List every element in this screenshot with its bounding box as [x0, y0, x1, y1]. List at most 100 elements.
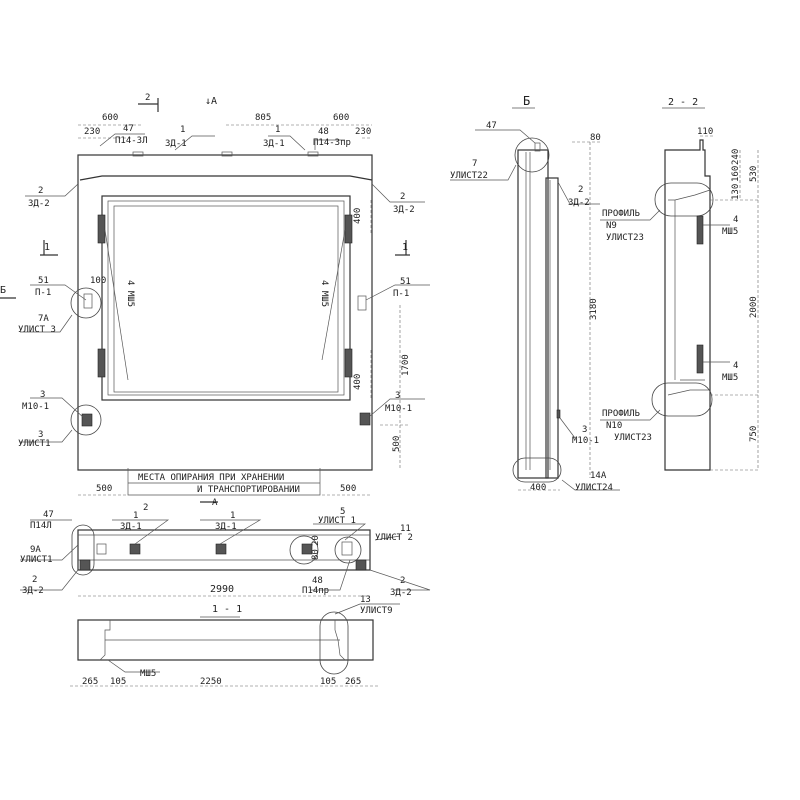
- insert-msh5: [97, 348, 106, 378]
- view-mark-b: Б: [0, 285, 6, 296]
- dim-label: 80: [311, 549, 321, 560]
- section-2-2: 2 - 2 110 240 160 130 530 ПРОФИЛЬ N9 УЛИ…: [600, 97, 760, 471]
- callout-11-ref: УЛИСТ 2: [375, 533, 413, 543]
- callout-14a-ref: УЛИСТ24: [575, 483, 613, 493]
- section-title: 2 - 2: [668, 97, 698, 108]
- callout-3: 3: [395, 391, 400, 401]
- dim-label: 2250: [200, 677, 222, 687]
- callout-2: 2: [32, 575, 37, 585]
- callout-2-ref: 3Д-2: [568, 198, 590, 208]
- callout-4-ref: МШ5: [722, 227, 738, 237]
- callout-3: 3: [38, 430, 43, 440]
- dim-label: 230: [84, 127, 100, 137]
- callout-13: 13: [360, 595, 371, 605]
- callout-47: 47: [43, 510, 54, 520]
- front-view: 2 ↓А 1 1 Б 600 230 805 600 230 47 П14-3Л…: [0, 93, 430, 508]
- callout-2: 2: [38, 186, 43, 196]
- callout-2: 2: [400, 192, 405, 202]
- callout-1: 1: [230, 511, 235, 521]
- section-title: 1 - 1: [212, 604, 242, 615]
- callout-5: 5: [340, 507, 345, 517]
- callout-7a-ref: УЛИСТ 3: [18, 325, 56, 335]
- callout-1-ref: 3Д-1: [120, 522, 142, 532]
- callout-47: 47: [123, 124, 134, 134]
- view-mark-a: ↓А: [205, 96, 217, 107]
- callout-1-ref: 3Д-1: [165, 139, 187, 149]
- dim-label: 100: [90, 276, 106, 286]
- dim-label: 80: [590, 133, 601, 143]
- insert-msh5: [97, 214, 106, 244]
- callout-profile-9-num: N9: [606, 221, 617, 231]
- dim-label: 805: [255, 113, 271, 123]
- dim-label: 105: [320, 677, 336, 687]
- callout-11: 11: [400, 524, 411, 534]
- insert-msh5: [344, 348, 353, 378]
- callout-48-ref: П14пр: [302, 586, 329, 596]
- dim-label: 600: [102, 113, 118, 123]
- dim-label: 500: [392, 436, 402, 452]
- callout-2-ref: 3Д-2: [28, 199, 50, 209]
- callout-51: 51: [400, 277, 411, 287]
- view-mark-a-bottom: А: [212, 498, 218, 508]
- dim-label: 500: [340, 484, 356, 494]
- callout-msh5: МШ5: [140, 669, 156, 679]
- dim-label: 750: [749, 426, 759, 442]
- callout-48: 48: [318, 127, 329, 137]
- callout-1-ref: 3Д-1: [263, 139, 285, 149]
- dim-label: 160: [731, 166, 741, 182]
- dim-label: 1700: [401, 354, 411, 376]
- callout-2-ref: 3Д-2: [390, 588, 412, 598]
- dim-label: 130: [731, 184, 741, 200]
- callout-msh5-right: 4 МШ5: [319, 280, 329, 307]
- callout-msh5-left: 4 МШ5: [125, 280, 135, 307]
- callout-3-ref: УЛИСТ1: [18, 439, 51, 449]
- insert-p1: [357, 295, 367, 311]
- callout-2: 2: [400, 576, 405, 586]
- callout-profile-10-num: N10: [606, 421, 622, 431]
- dim-label: 230: [355, 127, 371, 137]
- callout-2-ref: 3Д-2: [393, 205, 415, 215]
- callout-5-ref: УЛИСТ 1: [318, 516, 356, 526]
- callout-7: 7: [472, 159, 477, 169]
- view-title: Б: [523, 94, 530, 108]
- callout-7a: 7А: [38, 314, 49, 324]
- insert-p1: [83, 293, 93, 309]
- section-mark-1-left: 1: [44, 242, 50, 253]
- callout-48-ref: П14-3пр: [313, 138, 351, 148]
- callout-1-ref: 3Д-1: [215, 522, 237, 532]
- dim-label: 2990: [210, 584, 234, 595]
- callout-3: 3: [582, 425, 587, 435]
- callout-2: 2: [578, 185, 583, 195]
- callout-1: 1: [275, 125, 280, 135]
- callout-4: 4: [733, 215, 738, 225]
- dim-label: 20: [311, 535, 321, 546]
- callout-47: 47: [486, 121, 497, 131]
- side-view-b: Б 47 7 УЛИСТ22 80 2 3Д-2 3180 3 М10-1 14…: [450, 94, 620, 493]
- plan-view: 2 47 П14Л 1 3Д-1 1 3Д-1 5 УЛИСТ 1 11 УЛИ…: [20, 503, 431, 598]
- callout-48: 48: [312, 576, 323, 586]
- dim-label: 500: [96, 484, 112, 494]
- dim-label: 265: [82, 677, 98, 687]
- callout-47-ref: П14Л: [30, 521, 52, 531]
- insert-m10: [81, 413, 93, 427]
- dim-label: 400: [530, 483, 546, 493]
- callout-profile-9-ref: УЛИСТ23: [606, 233, 644, 243]
- dim-label: 2000: [749, 296, 759, 318]
- window-frame-outer: [101, 195, 351, 401]
- callout-3: 3: [40, 390, 45, 400]
- section-mark-2: 2: [145, 93, 150, 103]
- callout-4-ref: МШ5: [722, 373, 738, 383]
- callout-2-ref: 3Д-2: [22, 586, 44, 596]
- dim-label: 240: [731, 149, 741, 165]
- callout-9a: 9А: [30, 545, 41, 555]
- dim-label: 3180: [589, 298, 599, 320]
- callout-3-ref: М10-1: [22, 402, 49, 412]
- dim-label: 400: [353, 374, 363, 390]
- section-1-1: 1 - 1 13 УЛИСТ9 МШ5 265 105 2250 105 265: [70, 595, 400, 687]
- dim-label: 265: [345, 677, 361, 687]
- dim-label: 105: [110, 677, 126, 687]
- callout-1: 1: [180, 125, 185, 135]
- dim-label: 530: [749, 166, 759, 182]
- callout-47-ref: П14-3Л: [115, 136, 148, 146]
